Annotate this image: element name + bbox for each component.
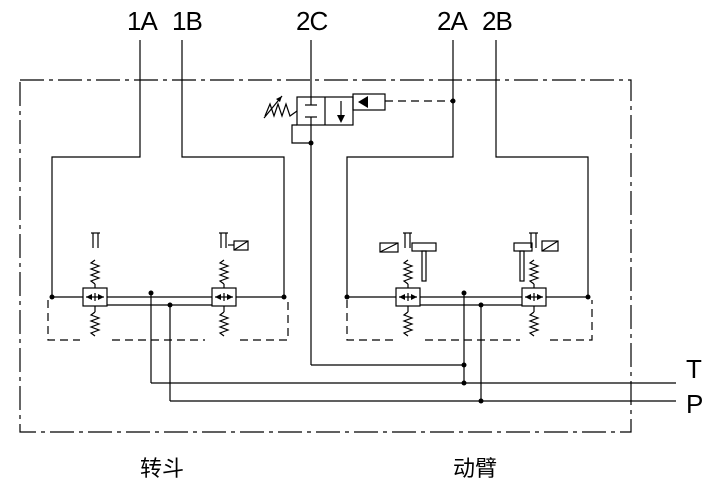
left-subbox-left <box>47 300 80 341</box>
boom-solenoid-valve-2 <box>513 232 591 337</box>
caption-bucket: 转斗 <box>140 456 184 481</box>
bucket-circuit <box>47 40 289 341</box>
line-2a <box>346 40 454 298</box>
port-label-1b: 1B <box>172 6 202 36</box>
port-label-p: P <box>686 389 702 419</box>
caption-boom: 动臂 <box>453 456 497 481</box>
left-subbox-right <box>240 300 289 341</box>
left-solenoid-valve <box>211 232 287 337</box>
port-label-2b: 2B <box>482 6 512 36</box>
line-1b <box>181 40 285 298</box>
left-relief-valve <box>49 232 108 337</box>
valve-block-boundary <box>19 79 632 433</box>
port-label-2c: 2C <box>296 6 327 36</box>
line-1a <box>51 40 141 298</box>
port-label-1a: 1A <box>127 6 158 36</box>
boom-circuit <box>344 40 593 341</box>
boom-solenoid-valve-1 <box>344 232 437 337</box>
port-label-t: T <box>686 354 702 384</box>
pilot-valve-2c <box>263 40 464 366</box>
port-label-2a: 2A <box>437 6 468 36</box>
line-2b <box>495 40 589 298</box>
tank-pressure-lines <box>150 293 676 404</box>
